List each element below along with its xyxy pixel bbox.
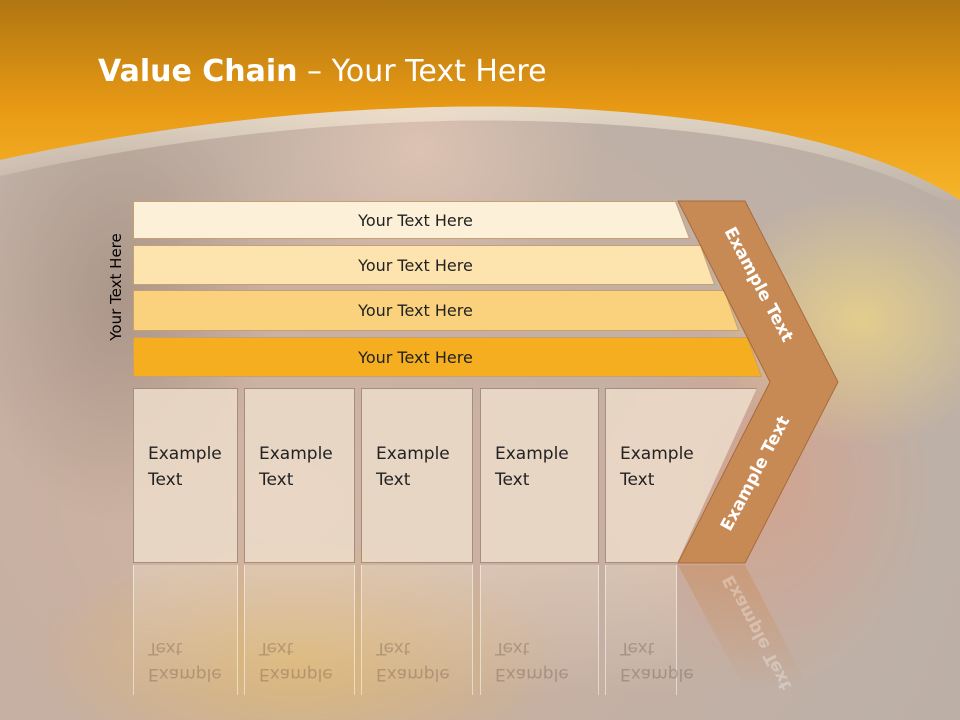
column-reflection: Example Text <box>244 565 355 695</box>
column-text-line2: Text <box>376 470 411 490</box>
column-text-line1: Example <box>148 444 222 464</box>
column-text-line2: Text <box>148 470 183 490</box>
chevron-shape <box>677 200 839 564</box>
column-reflection-text: Example Text <box>620 638 694 684</box>
column-reflection: Example Text <box>361 565 473 695</box>
bar-label: Your Text Here <box>358 347 473 367</box>
slide-title: Value Chain – Your Text Here <box>98 54 547 89</box>
column-text-line2: Text <box>495 470 530 490</box>
column-text-line1: Example <box>620 444 694 464</box>
column-text-line1: Example <box>376 444 450 464</box>
bar-2: Your Text Here <box>133 245 715 285</box>
column-text-line1: Example <box>495 444 569 464</box>
bar-label: Your Text Here <box>358 210 473 230</box>
bar-1: Your Text Here <box>133 201 690 239</box>
chevron-reflection <box>678 565 810 690</box>
column-reflection-text: Example Text <box>148 638 222 684</box>
title-rest: – Your Text Here <box>297 54 547 89</box>
column-reflection: Example Text <box>133 565 238 695</box>
bar-label: Your Text Here <box>358 301 473 320</box>
column-reflection: Example Text <box>480 565 599 695</box>
column-reflection-text: Example Text <box>495 638 569 684</box>
column-text-line2: Text <box>259 470 294 490</box>
header-band <box>0 0 960 200</box>
column-text-line1: Example <box>259 444 333 464</box>
bar-4: Your Text Here <box>133 337 762 377</box>
bar-3: Your Text Here <box>133 290 739 331</box>
column-reflection-text: Example Text <box>376 638 450 684</box>
column-reflection: Example Text <box>605 565 694 695</box>
column-text-line2: Text <box>620 470 655 490</box>
column-reflection-text: Example Text <box>259 638 333 684</box>
bar-label: Your Text Here <box>358 255 473 275</box>
title-bold: Value Chain <box>98 54 298 89</box>
